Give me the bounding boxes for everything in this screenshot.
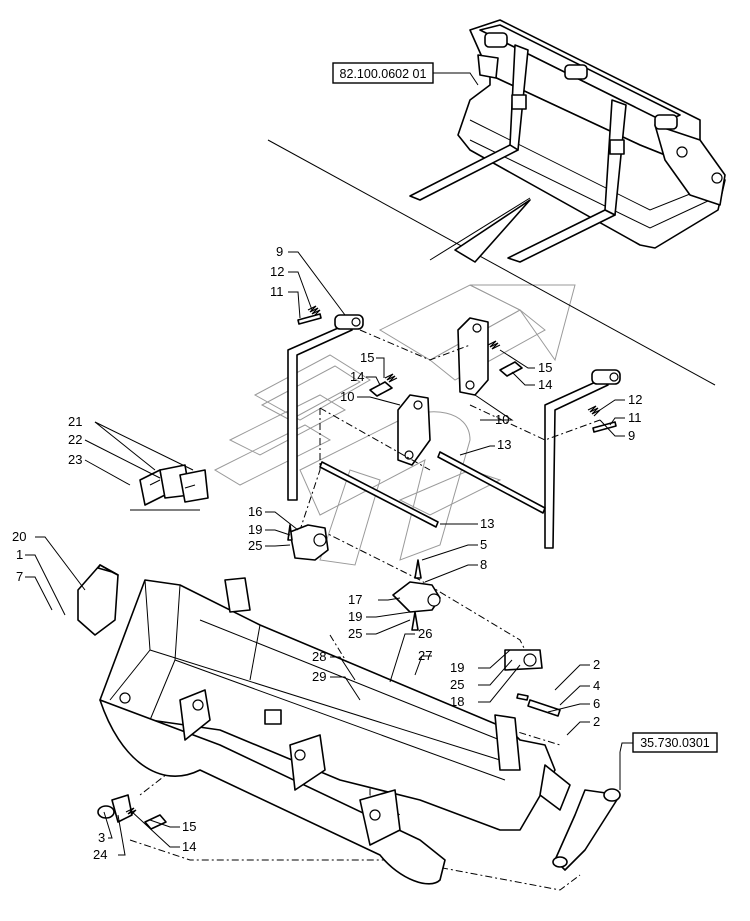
callout-25c: 25 (450, 677, 464, 692)
fork-tine-right (544, 369, 621, 549)
hydraulic-cylinder (552, 788, 621, 871)
pin-4 (527, 699, 561, 717)
callout-27: 27 (418, 648, 432, 663)
callout-14a: 14 (350, 369, 364, 384)
bolt-19a (287, 524, 293, 541)
hinge-plate-right (457, 317, 489, 396)
callout-19b: 19 (348, 609, 362, 624)
callout-26: 26 (418, 626, 432, 641)
pin-2 (516, 693, 529, 701)
hinge-plate-left (397, 394, 431, 466)
callout-17: 17 (348, 592, 362, 607)
callout-23: 23 (68, 452, 82, 467)
spring-mid-left (384, 373, 398, 383)
callout-14c: 14 (182, 839, 196, 854)
spring-lower-left (125, 807, 137, 817)
callout-14b: 14 (538, 377, 552, 392)
callout-19c: 19 (450, 660, 464, 675)
leader-lines (25, 251, 625, 856)
pin-left (297, 313, 322, 325)
wear-pads (139, 464, 209, 506)
spring-upper-left (307, 305, 321, 317)
callout-8: 8 (480, 557, 487, 572)
callouts: 9 12 11 15 14 10 15 14 10 12 11 9 13 21 … (12, 244, 642, 862)
callout-10b: 10 (495, 412, 509, 427)
pallet-fork-frame (409, 19, 726, 263)
callout-3: 3 (98, 830, 105, 845)
clip-right (499, 361, 523, 377)
callout-22: 22 (68, 432, 82, 447)
callout-13b: 13 (480, 516, 494, 531)
callout-6: 6 (593, 696, 600, 711)
callout-18: 18 (450, 694, 464, 709)
callout-2b: 2 (593, 714, 600, 729)
clip-left (369, 381, 393, 397)
callout-15b: 15 (538, 360, 552, 375)
callout-13a: 13 (497, 437, 511, 452)
fork-tine-left (287, 314, 364, 501)
callout-4: 4 (593, 678, 600, 693)
bucket (99, 577, 571, 885)
callout-19a: 19 (248, 522, 262, 537)
shaft-long (319, 461, 439, 528)
callout-11a: 11 (270, 284, 284, 299)
callout-7: 7 (16, 569, 23, 584)
callout-25a: 25 (248, 538, 262, 553)
callout-15a: 15 (360, 350, 374, 365)
shaft-short (437, 451, 546, 514)
bolt-19b (411, 611, 419, 631)
pin-right (592, 421, 617, 433)
callout-9a: 9 (276, 244, 283, 259)
bracket-18 (504, 649, 543, 671)
callout-29: 29 (312, 669, 326, 684)
hinge-lower-left (97, 794, 133, 823)
side-plate-20 (77, 564, 119, 636)
watermark-logo (213, 284, 576, 566)
callout-5: 5 (480, 537, 487, 552)
callout-16: 16 (248, 504, 262, 519)
svg-text:35.730.0301: 35.730.0301 (640, 736, 710, 750)
svg-text:82.100.0602 01: 82.100.0602 01 (340, 67, 427, 81)
callout-12b: 12 (628, 392, 642, 407)
callout-20: 20 (12, 529, 26, 544)
ref-box-82-100-0602-01[interactable]: 82.100.0602 01 (332, 62, 479, 86)
callout-10a: 10 (340, 389, 354, 404)
spring-upper-right (587, 405, 601, 417)
bracket-17 (392, 581, 441, 613)
callout-2a: 2 (593, 657, 600, 672)
callout-21: 21 (68, 414, 82, 429)
bracket-16 (289, 524, 329, 561)
assembly-arrow (267, 139, 716, 386)
callout-28: 28 (312, 649, 326, 664)
callout-9b: 9 (628, 428, 635, 443)
callout-24: 24 (93, 847, 107, 862)
callout-11b: 11 (628, 410, 642, 425)
bolt-5 (414, 559, 422, 579)
spring-mid-right (487, 340, 501, 350)
callout-1: 1 (16, 547, 23, 562)
callout-12a: 12 (270, 264, 284, 279)
callout-25b: 25 (348, 626, 362, 641)
ref-box-35-730-0301[interactable]: 35.730.0301 (619, 732, 718, 753)
callout-15c: 15 (182, 819, 196, 834)
